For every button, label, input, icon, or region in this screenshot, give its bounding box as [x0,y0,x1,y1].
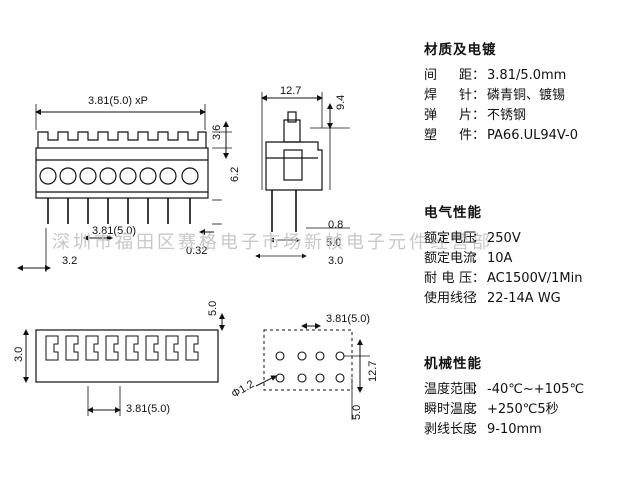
mechanical-row: 瞬时温度：+250℃5秒 [424,402,559,417]
electrical-section: 电气性能 额定电压：250V 额定电流：10A 耐电压：AC1500V/1Min… [424,203,636,309]
side-d3-label: 3.0 [328,255,343,267]
side-height-label: 9.4 [335,95,347,110]
mechanical-row: 剥线长度：9-10mm [424,422,542,437]
side-width-label: 12.7 [280,85,301,97]
side-d2-label: 5.0 [326,237,341,249]
materials-row: 间距：3.81/5.0mm [424,68,567,83]
pcb-span-label: 12.7 [367,361,379,382]
pitch-label: 3.81(5.0) xP [88,95,148,107]
pitch-bottom-label: 3.81(5.0) [92,225,136,237]
mechanical-row: 温度范围：-40℃~+105℃ [424,382,585,397]
materials-row: 焊针：磷青铜、镀锡 [424,88,566,103]
materials-row: 塑件：PA66.UL94V-0 [424,128,578,143]
top-pitch-label: 3.81(5.0) [126,403,170,415]
pcb-hole-label: Φ1.2 [230,378,257,400]
height-body-label: 6.2 [229,167,241,182]
mechanical-section: 机械性能 温度范围：-40℃~+105℃ 瞬时温度：+250℃5秒 剥线长度：9… [424,354,636,440]
side-view-labels: 12.7 9.4 0.8 5.0 3.0 [280,85,347,267]
top-depth-label: 3.0 [13,347,25,362]
lead-label: 3.2 [62,255,77,267]
electrical-row: 耐电压：AC1500V/1Min [424,271,583,286]
electrical-title: 电气性能 [424,205,482,221]
front-view [17,104,232,272]
side-view [255,92,350,259]
side-d1-label: 0.8 [328,219,343,231]
front-view-labels: 3.81(5.0) xP 3.6 6.2 3.81(5.0) 0.32 3.2 [62,95,241,267]
materials-row: 弹片：不锈钢 [424,108,527,123]
top-right-label: 5.0 [207,301,219,316]
top-view [23,313,225,416]
top-view-labels: 3.0 5.0 3.81(5.0) [13,301,219,415]
height-top-label: 3.6 [211,125,223,140]
electrical-row: 额定电流：10A [424,251,513,266]
pcb-row-label: 5.0 [351,405,363,420]
mechanical-title: 机械性能 [424,356,482,372]
pcb-layout [255,323,370,420]
materials-section: 材质及电镀 间距：3.81/5.0mm 焊针：磷青铜、镀锡 弹片：不锈钢 塑件：… [424,40,636,146]
electrical-row: 额定电压：250V [424,231,521,246]
materials-title: 材质及电镀 [424,42,497,58]
pcb-layout-labels: 3.81(5.0) Φ1.2 12.7 5.0 [230,313,380,420]
pcb-pitch-label: 3.81(5.0) [326,313,370,325]
electrical-row: 使用线径：22-14A WG [424,291,561,306]
offset-label: 0.32 [186,245,207,257]
